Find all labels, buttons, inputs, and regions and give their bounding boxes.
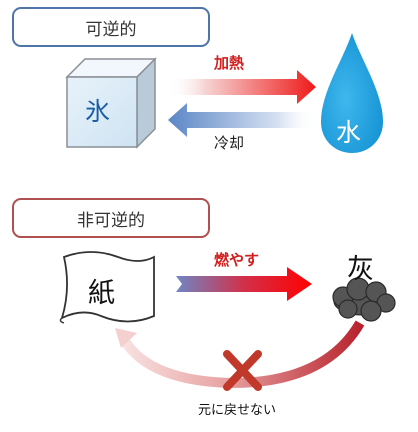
ice-label: 氷: [85, 97, 111, 126]
burn-arrow-icon: [176, 267, 312, 301]
paper-scroll-icon: [59, 251, 155, 324]
cross-icon: [223, 350, 262, 391]
water-drop-icon: [321, 33, 383, 153]
cool-arrow-icon: [168, 103, 316, 137]
water-label: 水: [336, 118, 362, 147]
burn-label: 燃やす: [214, 251, 260, 269]
reversible-title: 可逆的: [85, 19, 137, 40]
cool-label: 冷却: [214, 134, 245, 152]
paper-label: 紙: [88, 278, 115, 309]
irreversible-label-box: 非可逆的: [12, 198, 210, 238]
ash-label: 灰: [347, 254, 374, 285]
heat-arrow-icon: [168, 70, 316, 104]
ice-cube-icon: [65, 57, 157, 149]
cannot-return-label: 元に戻せない: [198, 403, 277, 418]
reversible-label-box: 可逆的: [12, 7, 210, 47]
ash-cloud-icon: [332, 277, 396, 322]
irreversible-title: 非可逆的: [77, 210, 145, 231]
heat-label: 加熱: [214, 54, 245, 72]
